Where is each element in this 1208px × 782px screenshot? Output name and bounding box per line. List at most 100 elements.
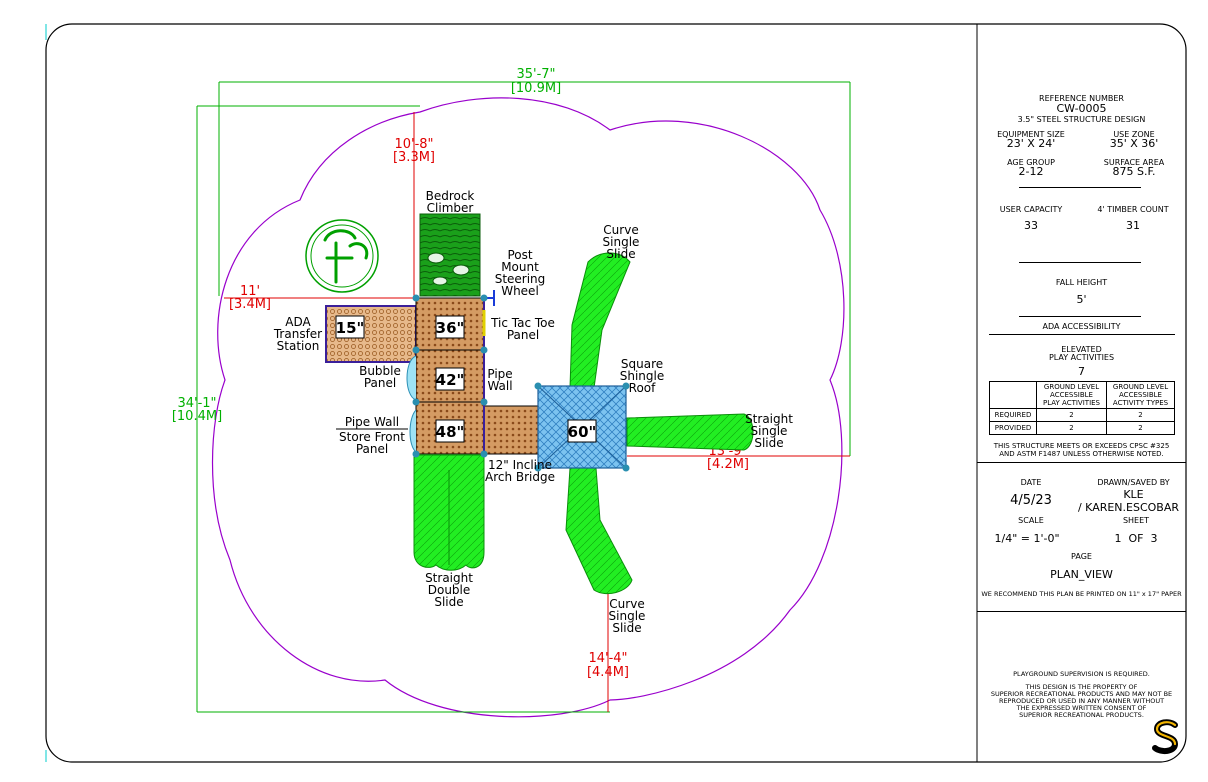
title-block: REFERENCE NUMBER CW-0005 3.5" STEEL STRU… [977,24,1186,762]
svg-text:Curve: Curve [609,597,644,611]
label-bubble-panel: Bubble Panel [359,364,401,390]
bubble-panel [406,355,417,401]
svg-text:Post: Post [507,248,532,262]
svg-text:Slide: Slide [606,247,635,261]
svg-text:Square: Square [621,357,663,371]
elevated-label-2: PLAY ACTIVITIES [1048,353,1115,362]
top-m: [3.3M] [393,150,435,165]
left-m: [3.4M] [229,297,271,312]
fall-height: 5' [1076,293,1087,306]
svg-text:Single: Single [603,235,640,249]
svg-text:Mount: Mount [501,260,539,274]
svg-text:Pipe: Pipe [487,367,512,381]
svg-text:Panel: Panel [364,376,396,390]
use-zone: 35' X 36' [1109,137,1159,150]
svg-text:12" Incline: 12" Incline [488,458,552,472]
svg-text:Pipe Wall: Pipe Wall [345,415,399,429]
svg-text:Shingle: Shingle [620,369,665,383]
svg-text:Panel: Panel [507,328,539,342]
svg-text:Steering: Steering [495,272,546,286]
deck-label-42: 42" [436,371,465,389]
svg-text:Straight: Straight [425,571,473,585]
width-ft: 35'-7" [516,67,555,82]
svg-text:Climber: Climber [427,201,474,215]
structure-type: 3.5" STEEL STRUCTURE DESIGN [1017,115,1146,124]
label-pipe-wall-store-front: Pipe Wall Store Front Panel [336,415,408,456]
elevated-label-1: ELEVATED [1061,345,1102,354]
fall-height-label: FALL HEIGHT [1055,278,1108,287]
svg-text:Double: Double [428,583,471,597]
svg-text:Slide: Slide [434,595,463,609]
svg-text:Panel: Panel [356,442,388,456]
sheet-label: SHEET [1122,516,1150,525]
svg-text:Straight: Straight [745,412,793,426]
svg-text:Single: Single [751,424,788,438]
bottom-ft: 14'-4" [588,651,627,666]
company-logo-icon [1152,719,1179,755]
elevated-value: 7 [1078,365,1085,378]
label-straight-single-slide: Straight Single Slide [745,412,793,450]
table-row: PROVIDED 2 2 [988,421,1175,435]
label-ada-transfer: ADA Transfer Station [273,315,322,353]
left-dimension: 11' [3.4M] [224,284,414,312]
timber-count: 31 [1126,219,1140,232]
store-front-panel [409,409,417,453]
sheet: 1 OF 3 [1114,532,1158,545]
drawn-by: KLE [1123,488,1144,501]
top-dimension: 10'-8" [3.3M] [393,112,435,296]
use-zone-outline [211,97,845,718]
width-dimension: 35'-7" [10.9M] [218,67,851,456]
property-note: THIS DESIGN IS THE PROPERTY OF SUPERIOR … [990,683,1173,719]
divider [1019,316,1141,317]
svg-text:Curve: Curve [603,223,638,237]
saved-by: / KAREN.ESCOBAR [1077,501,1180,514]
height-ft: 34'-1" [177,396,216,411]
left-ft: 11' [240,284,260,299]
svg-text:Bubble: Bubble [359,364,401,378]
deck-label-60: 60" [568,423,597,441]
right-m: [4.2M] [707,457,749,472]
ada-label: ADA ACCESSIBILITY [1042,322,1121,331]
label-curve-slide-top: Curve Single Slide [603,223,640,261]
label-bedrock-climber: Bedrock Climber [426,189,475,215]
print-note: WE RECOMMEND THIS PLAN BE PRINTED ON 11"… [981,590,1182,598]
ref-label: REFERENCE NUMBER [1039,94,1124,103]
straight-single-slide [626,413,754,451]
cpsc-note-1: THIS STRUCTURE MEETS OR EXCEEDS CPSC #32… [993,442,1170,450]
page: PLAN_VIEW [1050,568,1113,581]
label-curve-slide-bottom: Curve Single Slide [609,597,646,635]
label-tic-tac-toe: Tic Tac Toe Panel [490,316,555,342]
age-group: 2-12 [1018,165,1044,178]
page-label: PAGE [1071,552,1092,561]
surface-area: 875 S.F. [1112,165,1156,178]
deck-label-15: 15" [336,319,365,337]
brand-logo-icon [305,219,379,293]
deck-label-36: 36" [436,319,465,337]
svg-text:Arch Bridge: Arch Bridge [485,470,555,484]
svg-text:Slide: Slide [754,436,783,450]
cpsc-note-2: AND ASTM F1487 UNLESS OTHERWISE NOTED. [999,450,1164,458]
svg-text:Wall: Wall [487,379,512,393]
table-row: REQUIRED 2 2 [988,408,1175,422]
col-play-activities: GROUND LEVEL ACCESSIBLE PLAY ACTIVITIES [1036,381,1107,409]
label-pipe-wall: Pipe Wall [487,367,512,393]
timber-count-label: 4' TIMBER COUNT [1097,205,1169,214]
label-arch-bridge: 12" Incline Arch Bridge [485,458,555,484]
posts [412,294,630,472]
user-capacity-label: USER CAPACITY [999,205,1063,214]
svg-text:Transfer: Transfer [273,327,322,341]
height-m: [10.4M] [172,409,222,424]
divider [1019,187,1141,188]
equipment-size-label: EQUIPMENT SIZE [997,130,1065,139]
svg-text:Station: Station [277,339,320,353]
label-square-shingle-roof: Square Shingle Roof [620,357,665,395]
scale: 1/4" = 1'-0" [994,532,1060,545]
date-label: DATE [1020,478,1042,487]
svg-text:ADA: ADA [285,315,311,329]
svg-text:Single: Single [609,609,646,623]
divider [989,334,1175,335]
svg-text:Bedrock: Bedrock [426,189,475,203]
arch-bridge [483,405,539,455]
height-dimension: 34'-1" [10.4M] [172,105,610,713]
supervision-note: PLAYGROUND SUPERVISION IS REQUIRED. [1013,670,1150,678]
